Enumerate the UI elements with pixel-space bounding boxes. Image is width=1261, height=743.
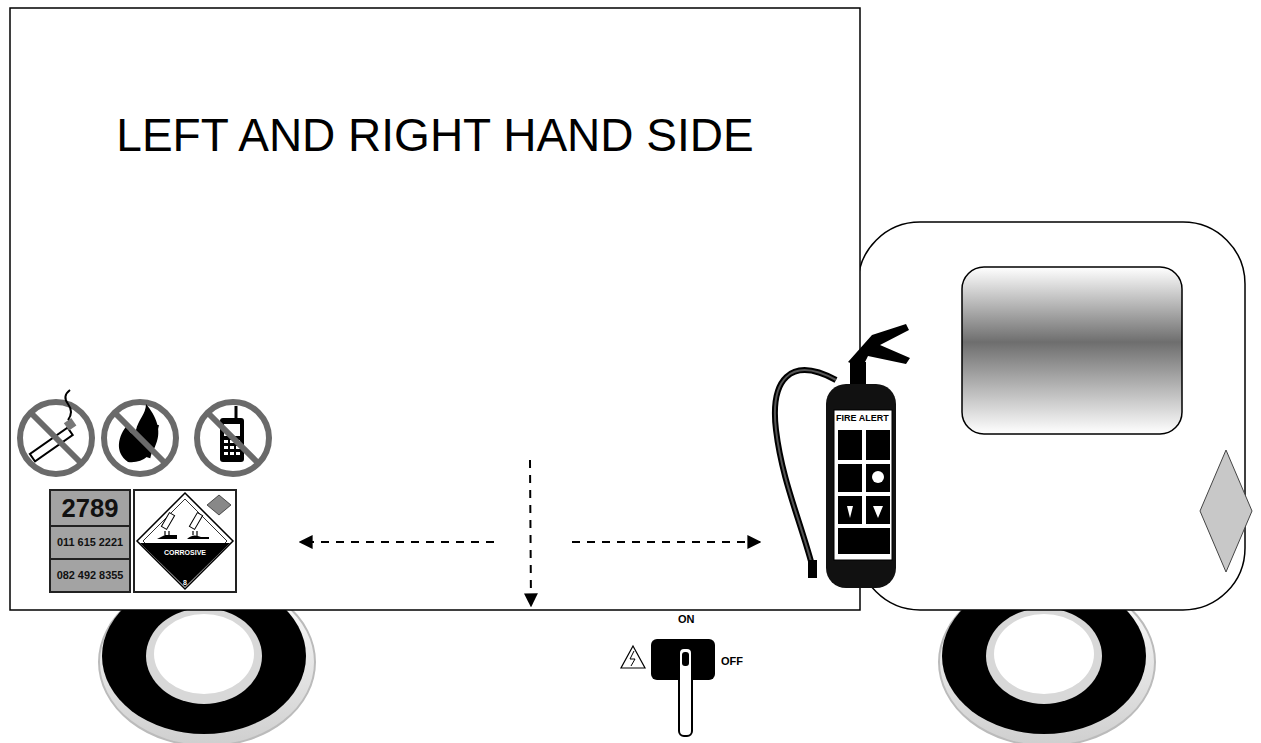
- diagram-title: LEFT AND RIGHT HAND SIDE: [0, 110, 870, 161]
- hazard-class-name: CORROSIVE: [164, 549, 206, 557]
- no-mobile-phone-sign: [197, 402, 269, 474]
- cargo-box: [10, 8, 860, 610]
- emergency-phone-number: 011 615 2221: [51, 525, 129, 558]
- dashed-arrows: [300, 460, 760, 606]
- front-placard-diamond: [1200, 450, 1252, 572]
- isolator-switch: [621, 639, 715, 736]
- emergency-phone-number: 082 492 8355: [51, 558, 129, 591]
- truck-cab: [858, 222, 1245, 610]
- cab-window: [962, 267, 1182, 434]
- extinguisher-label: FIRE ALERT: [836, 414, 889, 424]
- no-open-flame-sign: [104, 402, 176, 474]
- un-number: 2789: [51, 491, 129, 525]
- hazard-class-number: 8: [183, 579, 187, 587]
- no-smoking-sign: [20, 390, 92, 474]
- hazard-diamond-label: CORROSIVE 8: [133, 489, 237, 593]
- switch-on-label: ON: [678, 613, 695, 625]
- switch-off-label: OFF: [721, 655, 743, 667]
- placard-number-panel: 2789011 615 2221082 492 8355: [49, 489, 131, 593]
- fire-extinguisher: [775, 324, 910, 588]
- hazard-diamond-outline: [135, 491, 235, 591]
